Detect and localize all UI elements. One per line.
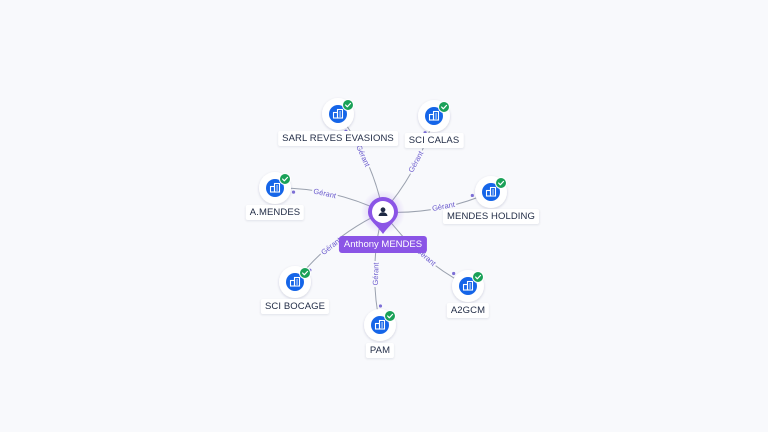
verified-check-icon xyxy=(279,173,291,185)
verified-check-icon xyxy=(472,271,484,283)
company-name-label[interactable]: SARL REVES EVASIONS xyxy=(278,131,398,146)
edge-arrow-tip xyxy=(452,271,456,276)
edge-role-label: Gérant xyxy=(371,262,381,286)
company-name-label[interactable]: SCI CALAS xyxy=(404,133,464,148)
company-node[interactable] xyxy=(475,176,507,208)
company-node[interactable] xyxy=(279,266,311,298)
building-icon xyxy=(332,108,344,119)
company-name-label[interactable]: A.MENDES xyxy=(245,205,305,220)
building-icon xyxy=(485,186,497,197)
verified-check-icon xyxy=(342,99,354,111)
company-node[interactable] xyxy=(322,98,354,130)
company-node[interactable] xyxy=(418,100,450,132)
edge-label-bg xyxy=(405,147,427,176)
company-name-label[interactable]: PAM xyxy=(365,343,395,358)
company-node[interactable] xyxy=(259,172,291,204)
verified-check-icon xyxy=(384,310,396,322)
building-icon xyxy=(374,319,386,330)
edge-arrow-tip xyxy=(378,304,383,308)
verified-check-icon xyxy=(299,267,311,279)
person-icon xyxy=(378,207,388,216)
edge-arrow-tip xyxy=(470,193,474,198)
edge-label-bg xyxy=(311,185,339,202)
edge-label-bg xyxy=(370,260,382,288)
building-icon xyxy=(269,182,281,193)
company-name-label[interactable]: MENDES HOLDING xyxy=(443,209,539,224)
person-node[interactable] xyxy=(361,190,405,234)
person-name-label[interactable]: Anthony MENDES xyxy=(338,236,428,253)
edge-role-label: Gérant xyxy=(354,144,372,169)
verified-check-icon xyxy=(438,101,450,113)
building-icon xyxy=(289,276,301,287)
edge-arrow-tip xyxy=(291,190,296,194)
edge-role-label: Gérant xyxy=(406,149,425,174)
building-icon xyxy=(428,110,440,121)
verified-check-icon xyxy=(495,177,507,189)
building-icon xyxy=(462,280,474,291)
company-name-label[interactable]: SCI BOCAGE xyxy=(260,299,330,314)
edge-label-bg xyxy=(353,141,374,170)
edge-label-bg xyxy=(317,234,345,259)
company-node[interactable] xyxy=(452,270,484,302)
company-name-label[interactable]: A2GCM xyxy=(446,303,490,318)
company-node[interactable] xyxy=(364,309,396,341)
